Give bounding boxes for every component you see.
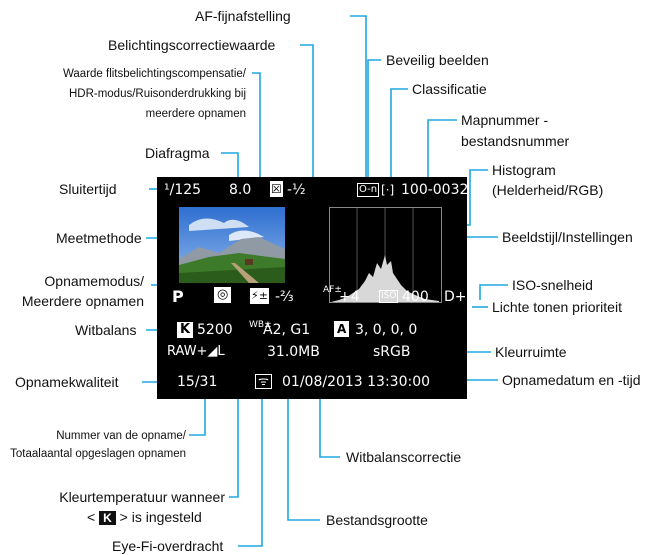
label-shutter-speed: Sluitertijd xyxy=(59,181,117,197)
label-histogram-2: (Helderheid/RGB) xyxy=(492,182,604,198)
af-fine-value: +4 xyxy=(339,289,360,305)
aperture-value: 8.0 xyxy=(229,182,252,198)
label-folder-2: bestandsnummer xyxy=(461,133,570,149)
label-wb-correction: Witbalanscorrectie xyxy=(346,449,462,465)
af-fine-icon: AF± xyxy=(323,285,342,295)
flash-comp-icon: ⚡± xyxy=(250,288,269,304)
eyefi-icon: ᯤ xyxy=(255,374,272,389)
highlight-priority: D+ xyxy=(444,289,467,305)
label-af-fine-adjustment: AF-fijnafstelling xyxy=(195,8,291,24)
rating-icon: [·] xyxy=(381,183,395,197)
label-metering: Meetmethode xyxy=(56,230,142,246)
label-folder-1: Mapnummer - xyxy=(461,112,549,128)
label-picture-style: Beeldstijl/Instellingen xyxy=(502,229,633,245)
label-image-quality: Opnamekwaliteit xyxy=(15,374,119,390)
label-histogram-1: Histogram xyxy=(492,162,556,178)
photo-thumbnail xyxy=(179,207,285,283)
shutter-speed: ¹/125 xyxy=(164,182,202,198)
iso-icon: ISO xyxy=(379,290,399,303)
label-datetime: Opnamedatum en -tijd xyxy=(502,372,641,388)
label-protect: Beveilig beelden xyxy=(386,52,489,68)
label-highlight-priority: Lichte tonen prioriteit xyxy=(492,299,622,315)
label-color-temp-1: Kleurtemperatuur wanneer xyxy=(59,489,225,505)
wb-correction-value: A2, G1 xyxy=(263,322,311,338)
image-quality: RAW+◢L xyxy=(167,344,225,359)
shooting-mode: P xyxy=(172,287,184,306)
folder-file-number: 100-0032 xyxy=(401,182,469,198)
label-flash-comp-line1: Waarde flitsbelichtingscompensatie/ xyxy=(62,68,246,80)
label-color-temp-open: < xyxy=(87,509,96,525)
flash-comp-value: -⅔ xyxy=(275,289,294,305)
label-white-balance: Witbalans xyxy=(75,322,137,338)
exposure-comp-value: -½ xyxy=(287,182,306,198)
iso-value: 400 xyxy=(402,289,429,305)
picture-style-icon: A xyxy=(334,321,350,337)
label-eyefi: Eye-Fi-overdracht xyxy=(112,538,224,554)
file-size: 31.0MB xyxy=(267,344,320,360)
label-aperture: Diafragma xyxy=(145,145,210,161)
label-file-size: Bestandsgrootte xyxy=(326,512,428,528)
kelvin-icon: K xyxy=(99,511,116,525)
label-flash-comp-line2: HDR-modus/Ruisonderdrukking bij xyxy=(68,88,246,100)
label-iso: ISO-snelheid xyxy=(512,277,593,293)
kelvin-value: 5200 xyxy=(197,322,233,338)
label-image-number-2: Totaalaantal opgeslagen opnamen xyxy=(10,448,186,460)
picture-style-values: 3, 0, 0, 0 xyxy=(355,322,418,338)
label-shooting-mode-2: Meerdere opnamen xyxy=(21,293,144,309)
image-counter: 15/31 xyxy=(177,374,218,390)
protect-icon: O-n xyxy=(357,183,380,197)
label-image-number-1: Nummer van de opname/ xyxy=(56,430,186,442)
label-exposure-compensation: Belichtingscorrectiewaarde xyxy=(108,37,276,53)
label-shooting-mode-1: Opnamemodus/ xyxy=(44,273,144,289)
label-rating: Classificatie xyxy=(412,81,487,97)
color-space: sRGB xyxy=(373,344,411,360)
shooting-datetime: 01/08/2013 13:30:00 xyxy=(282,374,431,390)
kelvin-wb-icon: K xyxy=(177,322,194,338)
label-color-space: Kleurruimte xyxy=(495,344,567,360)
label-color-temp-close: > is ingesteld xyxy=(119,509,202,525)
histogram-graph xyxy=(329,207,442,303)
exposure-comp-icon: ☒ xyxy=(270,181,283,197)
metering-icon: ◎ xyxy=(214,287,232,303)
label-color-temp-2: < K > is ingesteld xyxy=(87,509,202,526)
label-flash-comp-line3: meerdere opnamen xyxy=(145,108,246,120)
wb-correction-icon: WB± xyxy=(249,320,272,330)
camera-screen: ¹/125 8.0 ☒ -½ O-n [·] 100-0032 P ◎ xyxy=(157,177,469,399)
